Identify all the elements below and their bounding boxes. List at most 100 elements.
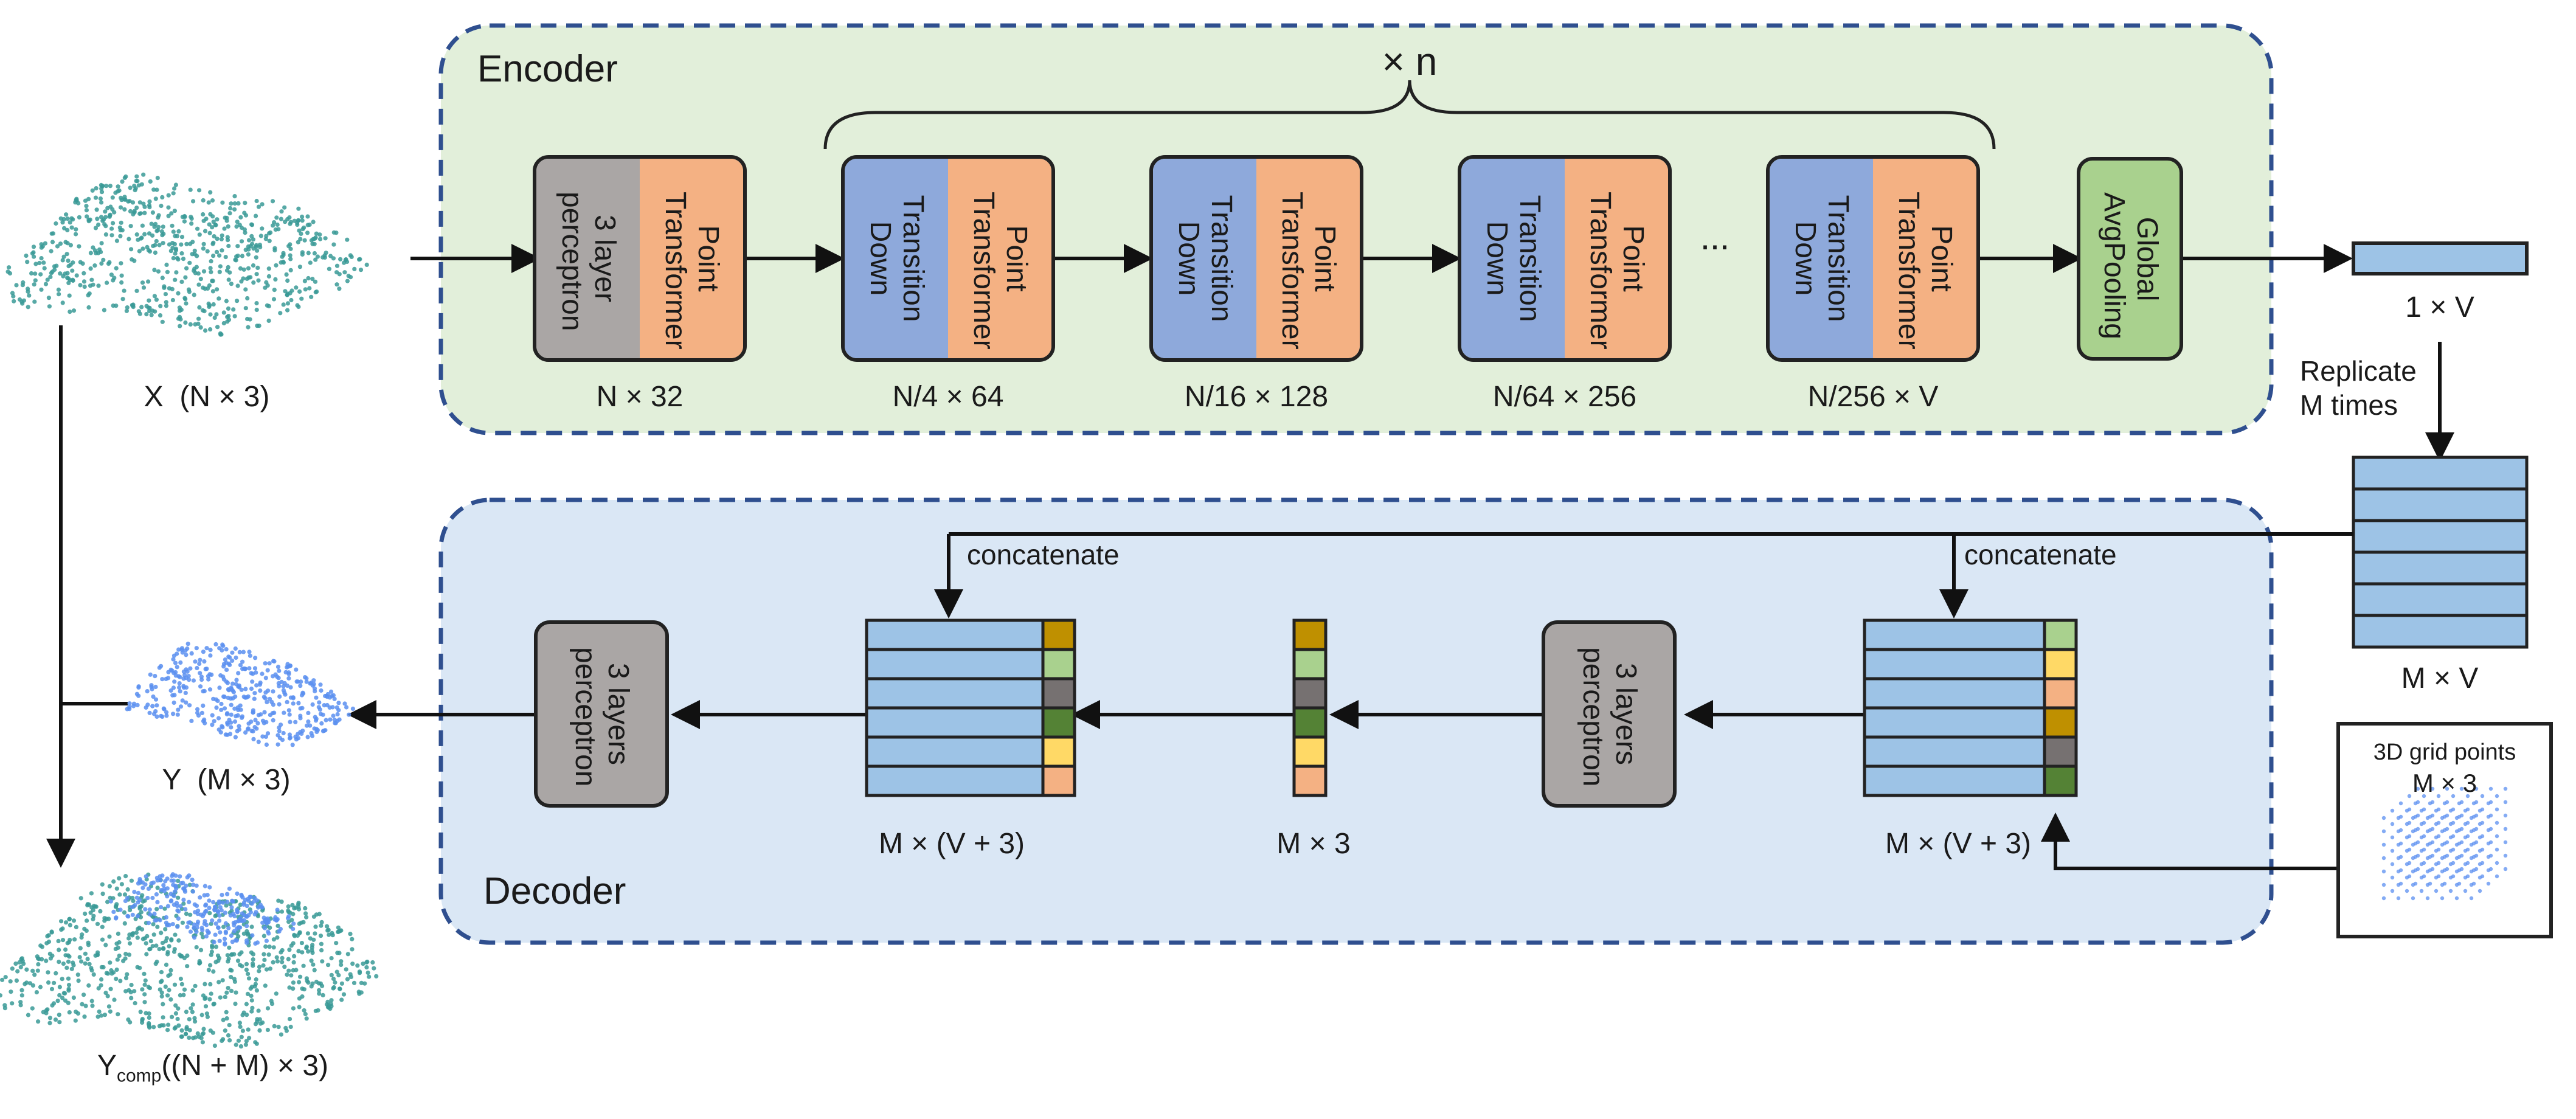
input-point [312,251,317,256]
completed-point [246,976,252,981]
input-point [279,209,284,214]
input-point [31,250,36,255]
grid-point [2405,848,2409,853]
output-point [145,689,150,694]
completed-point [254,977,258,982]
completed-point [38,985,43,989]
input-point [266,266,271,271]
output-point [281,730,286,736]
grid-point [2381,829,2386,834]
coord-cell [1041,677,1076,710]
input-point [204,217,209,221]
input-point [285,293,289,297]
completed-point [367,974,372,979]
completed-point [261,934,266,938]
completed-point [339,981,345,986]
input-point [120,179,125,184]
grid-point [2419,822,2424,826]
output-point [230,688,235,693]
completed-point [287,948,292,952]
completed-point [3,975,8,980]
grid-point [2390,822,2395,826]
input-point [41,260,46,265]
input-point [140,246,145,251]
output-point [299,693,305,698]
completed-point [86,940,91,945]
output-point [228,696,233,701]
output-point [286,708,291,713]
completed-point [289,943,294,948]
output-point [319,721,324,726]
completed-point [334,969,339,974]
completed-point [341,992,347,997]
completed-point [250,1005,255,1010]
input-point [103,215,108,220]
completed-point [123,898,128,904]
input-point [315,254,320,259]
completed-point [189,1006,193,1011]
output-point [224,667,229,672]
grid-point [2422,794,2426,799]
completed-point [172,982,178,987]
input-point [297,228,302,233]
completed-point [122,921,127,926]
grid-point [2448,889,2453,893]
input-point [235,220,240,224]
input-point [166,213,171,218]
input-point [303,287,308,292]
grid-point [2454,896,2459,901]
input-point [144,312,149,317]
input-point [313,279,318,284]
completed-point [279,899,284,904]
output-point [305,723,310,728]
input-point [210,214,215,219]
input-point [221,310,226,315]
input-point [237,223,242,227]
completed-point [193,910,198,915]
input-point [100,184,105,189]
grid-point [2448,875,2453,880]
completed-point [217,913,222,918]
input-point [189,221,194,226]
output-point [176,674,181,679]
input-point [60,300,65,305]
completed-point [57,960,61,965]
right-concat-matrix [1863,618,2078,797]
completed-point [117,954,122,958]
input-point [163,292,168,297]
input-point [257,324,261,328]
input-point [302,225,306,230]
completed-point [296,904,301,910]
completed-point [0,977,5,982]
input-point [254,307,259,313]
grid-point [2480,794,2485,799]
stage3-pt-label: Point Transformer [1584,192,1649,350]
completed-point [327,932,331,937]
input-point [90,188,95,193]
stage4-dim: N/256 × V [1807,381,1939,413]
grid-point [2486,828,2491,833]
grid-point [2419,835,2424,840]
completed-point [249,998,254,1003]
output-point [176,647,181,652]
input-point [307,286,312,291]
completed-point [88,910,93,915]
grid-point [2477,862,2482,867]
output-point [320,712,325,717]
completed-point [153,918,158,923]
completed-point [264,938,269,943]
input-point [46,296,51,300]
input-point [342,270,347,275]
input-point [94,186,99,191]
completed-point [207,997,212,1002]
output-point [287,712,292,717]
grid-point [2488,786,2493,791]
completed-point [333,980,338,985]
output-point [337,717,342,722]
input-point [171,191,176,196]
input-point [243,213,249,218]
input-point [226,277,231,282]
input-point [141,285,147,290]
input-point [88,283,93,288]
completed-point [9,989,13,994]
